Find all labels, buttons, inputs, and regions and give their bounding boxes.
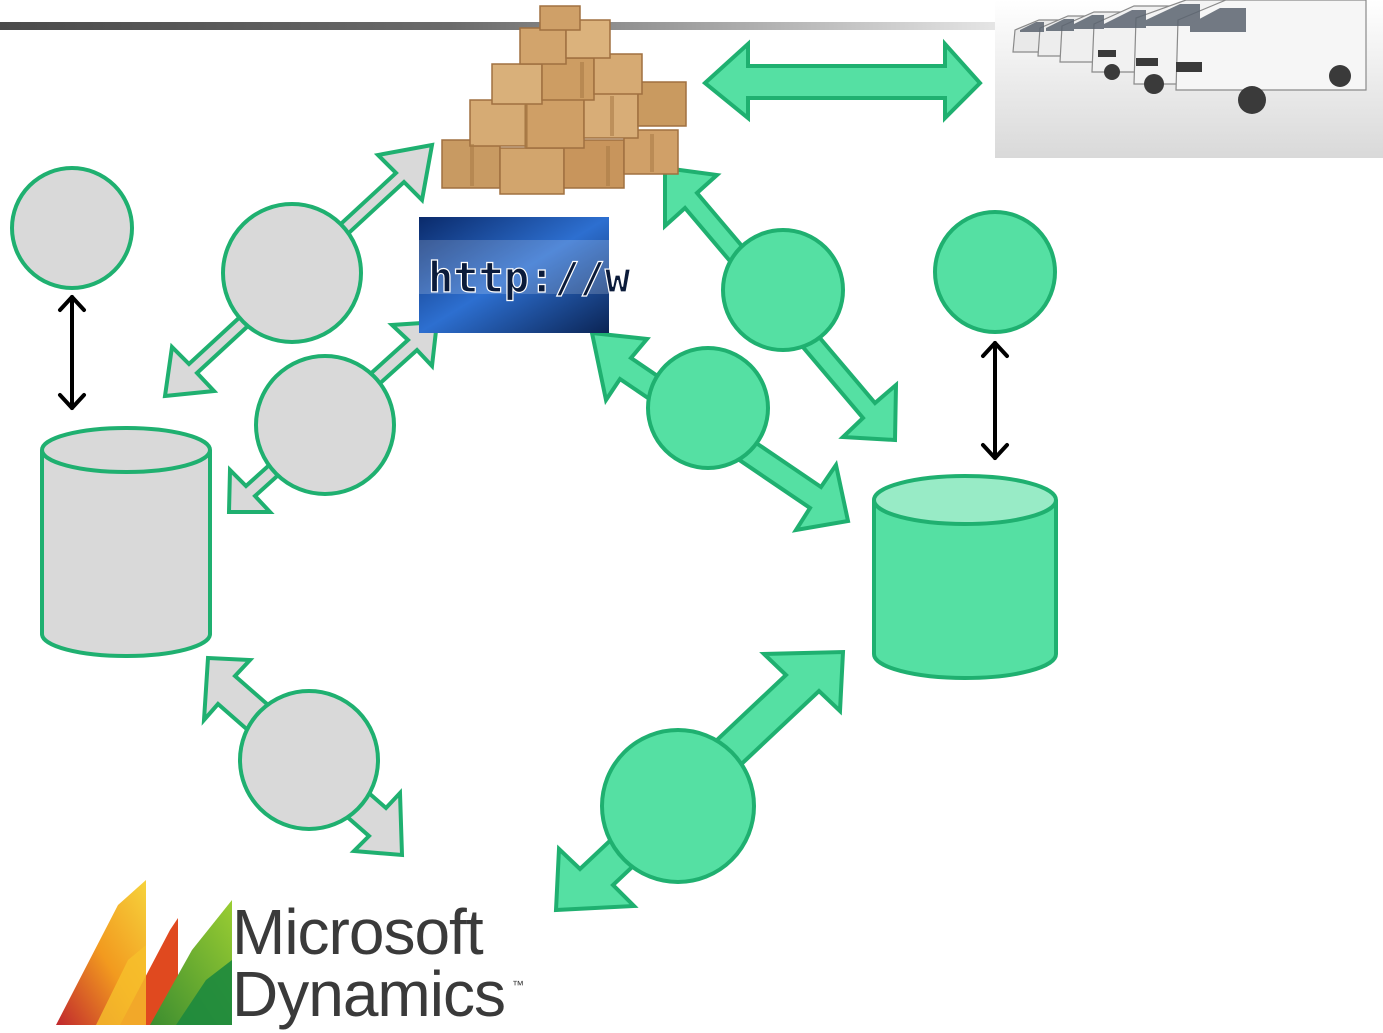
green-circle-arrow-http bbox=[646, 346, 770, 470]
black-double-arrow-left bbox=[58, 295, 86, 410]
logo-text-microsoft: Microsoft bbox=[232, 896, 484, 968]
logo-trademark-mark: ™ bbox=[512, 978, 524, 992]
gray-circle-arrow-boxes bbox=[221, 202, 363, 344]
green-circle-top-right bbox=[933, 210, 1057, 334]
gray-circle-arrow-http bbox=[254, 354, 396, 496]
green-circle-arrow-boxes bbox=[721, 228, 845, 352]
microsoft-dynamics-logo-mark bbox=[56, 880, 232, 1025]
http-image-text: http://w bbox=[428, 253, 631, 302]
legacy-database-cylinder bbox=[40, 426, 212, 658]
logo-text-dynamics: Dynamics bbox=[232, 958, 506, 1030]
black-double-arrow-right bbox=[981, 341, 1009, 460]
gray-circle-top-left bbox=[10, 166, 134, 290]
header-bar bbox=[0, 22, 1000, 30]
delivery-vans-image bbox=[995, 0, 1383, 158]
green-circle-arrow-dynamics bbox=[600, 728, 756, 884]
http-web-address-image: http://w bbox=[419, 217, 632, 333]
cardboard-boxes-image bbox=[441, 5, 687, 195]
modern-database-cylinder bbox=[872, 474, 1058, 680]
double-arrow-green-boxes-vans bbox=[701, 38, 983, 123]
gray-circle-arrow-dynamics bbox=[238, 689, 380, 831]
